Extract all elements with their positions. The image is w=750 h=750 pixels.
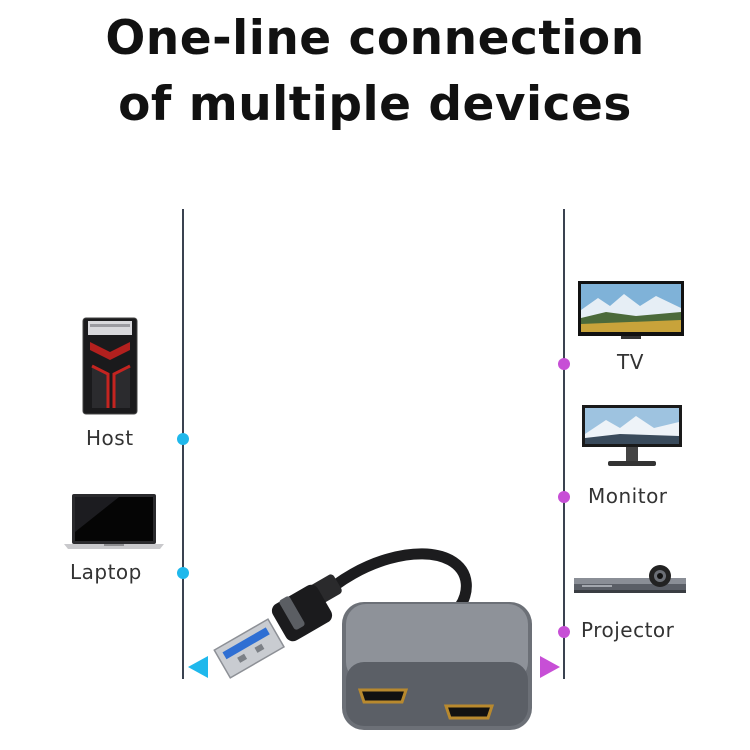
output-arrow-icon bbox=[540, 656, 560, 678]
monitor-icon bbox=[582, 405, 682, 466]
source-dot-laptop bbox=[177, 567, 189, 579]
output-label-tv: TV bbox=[617, 350, 644, 374]
source-dot-host bbox=[177, 433, 189, 445]
source-label-laptop: Laptop bbox=[70, 560, 142, 584]
output-dot-projector bbox=[558, 626, 570, 638]
output-label-projector: Projector bbox=[581, 618, 675, 642]
source-label-host: Host bbox=[86, 426, 134, 450]
headline: One-line connection of multiple devices bbox=[0, 6, 750, 138]
headline-line-2: of multiple devices bbox=[118, 77, 632, 132]
source-arrow-icon bbox=[188, 656, 208, 678]
tv-icon bbox=[578, 281, 684, 339]
output-label-monitor: Monitor bbox=[588, 484, 668, 508]
usb-dual-hdmi-adapter-icon bbox=[213, 548, 532, 730]
projector-icon bbox=[574, 565, 686, 593]
output-line bbox=[563, 209, 565, 679]
output-dot-tv bbox=[558, 358, 570, 370]
output-dot-monitor bbox=[558, 491, 570, 503]
laptop-icon bbox=[64, 494, 164, 549]
headline-line-1: One-line connection bbox=[105, 11, 645, 66]
desktop-tower-icon bbox=[82, 317, 138, 415]
